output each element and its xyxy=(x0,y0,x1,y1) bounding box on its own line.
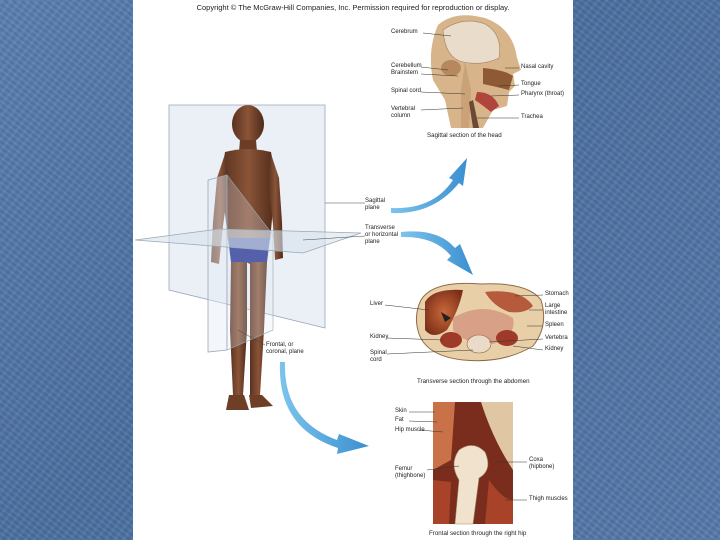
arrow-to-hip xyxy=(279,362,369,454)
figure-panel: Copyright © The McGraw-Hill Companies, I… xyxy=(133,0,573,540)
head-label-brainstem: Brainstem xyxy=(391,70,419,76)
arrow-to-head xyxy=(391,158,467,214)
hip-section-image xyxy=(433,402,513,525)
frontal-plane xyxy=(207,174,228,353)
abdomen-label-spleen: Spleen xyxy=(545,322,564,328)
arrow-to-abdomen xyxy=(401,231,473,275)
head-label-nasal-cavity: Nasal cavity xyxy=(521,64,554,70)
copyright-notice: Copyright © The McGraw-Hill Companies, I… xyxy=(196,3,510,12)
head-section-image xyxy=(430,15,521,128)
abdomen-label-liver: Liver xyxy=(370,301,384,307)
abdomen-section-image xyxy=(415,282,545,362)
abdomen-label-kidney-right: Kidney xyxy=(545,346,564,352)
head-label-vertebral-column: Vertebral column xyxy=(391,106,416,119)
abdomen-caption: Transverse section through the abdomen xyxy=(417,378,530,385)
hip-label-thigh-muscles: Thigh muscles xyxy=(529,496,568,502)
head-label-tongue: Tongue xyxy=(521,81,541,87)
anatomy-illustration xyxy=(134,15,545,525)
hip-caption: Frontal section through the right hip xyxy=(429,530,527,537)
head-label-spinal-cord: Spinal cord xyxy=(391,88,422,94)
hip-label-coxa: Coxa (hipbone) xyxy=(529,457,555,470)
head-label-trachea: Trachea xyxy=(521,114,543,120)
sagittal-plane-label: Sagittal plane xyxy=(365,198,386,211)
head-label-cerebrum: Cerebrum xyxy=(391,29,418,35)
hip-label-hip-muscle: Hip muscle xyxy=(395,427,425,433)
transverse-plane-label: Transverse or horizontal plane xyxy=(365,225,399,245)
abdomen-label-large-intestine: Large intestine xyxy=(545,303,568,316)
abdomen-label-vertebra: Vertebra xyxy=(545,335,568,341)
hip-label-femur: Femur (thighbone) xyxy=(395,466,426,479)
frontal-plane-label: Frontal, or coronal, plane xyxy=(266,342,304,355)
head-label-pharynx: Pharynx (throat) xyxy=(521,91,565,97)
head-caption: Sagittal section of the head xyxy=(427,132,502,139)
hip-label-skin: Skin xyxy=(395,408,407,414)
abdomen-label-spinal-cord: Spinal cord xyxy=(370,350,387,363)
head-label-cerebellum: Cerebellum xyxy=(391,63,422,69)
hip-label-fat: Fat xyxy=(395,417,404,423)
abdomen-label-stomach: Stomach xyxy=(545,291,569,297)
transverse-plane xyxy=(134,228,362,254)
abdomen-label-kidney-left: Kidney xyxy=(370,334,389,340)
